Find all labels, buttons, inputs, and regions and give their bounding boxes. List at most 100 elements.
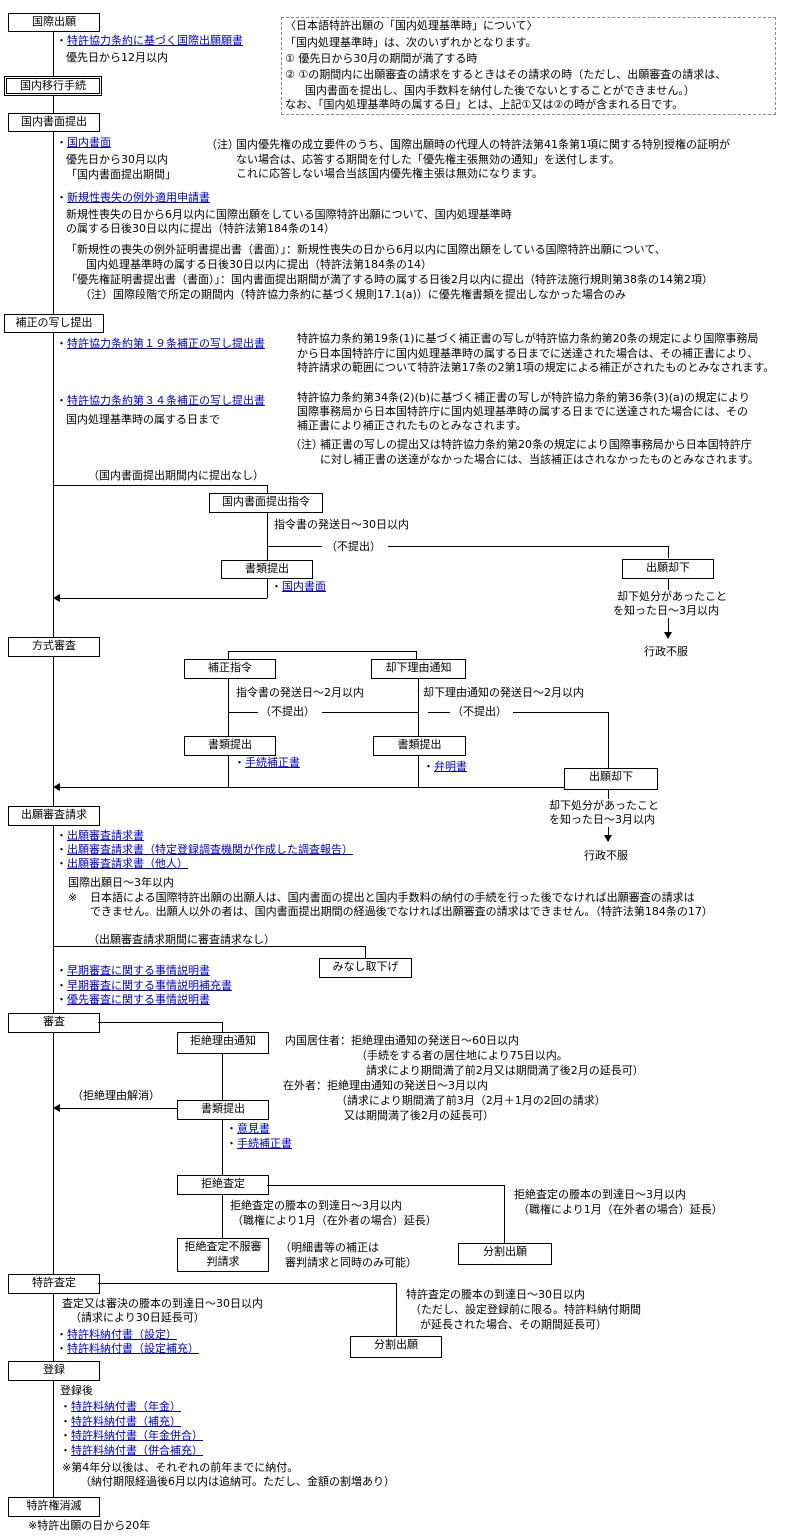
return-line <box>60 598 267 599</box>
doc-submit-box: 書類提出 <box>221 560 313 579</box>
step-touroku: 登録 <box>8 1361 100 1381</box>
branch-line <box>222 1194 223 1238</box>
kyozetsu-satei-box: 拒絶査定 <box>177 1175 269 1195</box>
branch-line <box>222 1053 223 1100</box>
certificate-text: 国内処理基準時の属する日後30日以内に提出（特許法第184条の14） <box>86 258 432 272</box>
shinsa-doc-submit-box: 書類提出 <box>177 1100 269 1120</box>
tetsuzuki-hosei-link[interactable]: 手続補正書 <box>245 756 300 769</box>
not-submitted-label: （不提出） <box>260 705 315 719</box>
branch-line <box>416 651 417 659</box>
yusen-item: ・優先審査に関する事情説明書 <box>56 993 210 1007</box>
step-shinsa-seikyu: 出願審査請求 <box>8 806 100 826</box>
branch-line <box>267 485 268 493</box>
kokunai-note-line: これに応答しない場合当該国内優先権主張は無効になります。 <box>236 167 543 181</box>
pct34-amendment-link[interactable]: 特許協力条約第３４条補正の写し提出書 <box>67 394 265 407</box>
branch-line <box>668 546 669 558</box>
step-kokunai-shomen: 国内書面提出 <box>8 113 100 132</box>
step-hosei-utsushi: 補正の写し提出 <box>4 314 104 333</box>
foreign-deadline: 又は期間満了後2月の延長可） <box>344 1109 494 1123</box>
branch-line <box>98 1283 396 1284</box>
hosei19-text: 特許請求の範囲について特許法第17条の2第1項の規定による補正がされたものとみな… <box>297 361 774 375</box>
branch-line <box>608 712 609 768</box>
note-label: （注） <box>206 138 239 152</box>
domestic-deadline: （手続をする者の居住地により75日以内。 <box>356 1049 568 1063</box>
note-line: 〈日本語特許出願の「国内処理基準時」について〉 <box>285 19 538 33</box>
soki-shinsa-hoju-link[interactable]: 早期審査に関する事情説明補充書 <box>67 979 232 992</box>
doc-submit-box-a: 書類提出 <box>184 736 276 756</box>
step-houshiki-shinsa: 方式審査 <box>8 637 100 657</box>
soki-item: ・早期審査に関する事情説明書 <box>56 964 210 978</box>
doc-submit-item: ・国内書面 <box>271 580 326 594</box>
ikensho-link[interactable]: 意見書 <box>237 1122 270 1135</box>
branch-line <box>504 1185 505 1243</box>
hosei-item: ・手続補正書 <box>226 1137 292 1151</box>
shinsa-seikyu-link[interactable]: 出願審査請求書 <box>67 829 144 842</box>
branch-line <box>228 755 229 787</box>
note-line: 「国内処理基準時」は、次のいずれかとなります。 <box>285 36 537 50</box>
foreign-deadline: 在外者：拒絶理由通知の発送日～3月以内 <box>283 1079 488 1093</box>
branch-line <box>365 946 366 958</box>
note-line: ① 優先日から30月の期間が満了する時 <box>285 52 477 66</box>
shinsa-seikyu-tanin-link[interactable]: 出願審査請求書（他人） <box>67 857 188 870</box>
step-shinsa: 審査 <box>8 1013 100 1033</box>
bunkatsu-box-2: 分割出願 <box>350 1336 442 1358</box>
doc-submit-box-b: 書類提出 <box>373 736 466 756</box>
hosei34-deadline: 国内処理基準時の属する日まで <box>66 413 220 427</box>
branch-line <box>53 946 365 947</box>
appeal-text: を知った日～3月以内 <box>549 813 655 827</box>
branch-line <box>267 512 268 560</box>
kokunai-shomen-link[interactable]: 国内書面 <box>282 580 326 593</box>
ikensho-item: ・意見書 <box>226 1122 270 1136</box>
branch-line <box>222 1119 223 1175</box>
branch-line <box>322 712 418 713</box>
nofu-heigo-hoju-link[interactable]: 特許料納付書（併合補充） <box>71 1444 203 1457</box>
yusen-shinsa-link[interactable]: 優先審査に関する事情説明書 <box>67 993 210 1006</box>
benmeisho-link[interactable]: 弁明書 <box>434 760 467 773</box>
nofu-setei-item: ・特許料納付書（設定） <box>56 1328 177 1342</box>
foreign-deadline: （請求により期間満了前3月（2月＋1月の2回の請求） <box>336 1094 606 1108</box>
nofu-nenkin-link[interactable]: 特許料納付書（年金） <box>71 1400 181 1413</box>
step-shoumetsu: 特許権消滅 <box>8 1497 100 1517</box>
seikyu-item: ・出願審査請求書（特定登録調査機関が作成した調査報告） <box>56 843 353 857</box>
nofu-settei-hoju-link[interactable]: 特許料納付書（設定補充） <box>67 1342 199 1355</box>
branch-line <box>418 678 419 736</box>
seikyu-note: できません。出願人以外の者は、国内書面提出期間の経過後でなければ出願審査の請求は… <box>90 905 713 919</box>
kokunai-shomen-link[interactable]: 国内書面 <box>67 136 111 149</box>
branch-line <box>228 712 258 713</box>
nofu-hoju-link[interactable]: 特許料納付書（補充） <box>71 1415 181 1428</box>
kokunai-note-line: ない場合は、応答する期間を付した「優先権主張無効の通知」を送付します。 <box>236 153 620 167</box>
nenkin-item: ・特許料納付書（年金） <box>60 1400 181 1414</box>
return-arrow <box>53 783 60 791</box>
minashi-torisage-box: みなし取下げ <box>319 958 412 978</box>
domestic-deadline: 請求により期間満了前2月又は期間満了後2月の延長可） <box>366 1064 644 1078</box>
exception-text: の属する日後30日以内に提出（特許法第184条の14） <box>66 222 335 236</box>
soki-item: ・早期審査に関する事情説明補充書 <box>56 979 232 993</box>
nofu-settei-link[interactable]: 特許料納付書（設定） <box>67 1328 177 1341</box>
seikyu-item: ・出願審査請求書（他人） <box>56 857 188 871</box>
bunkatsu-box: 分割出願 <box>458 1243 552 1265</box>
tetsuzuki-hosei-link[interactable]: 手続補正書 <box>237 1137 292 1150</box>
hosei19-item: ・特許協力条約第１９条補正の写し提出書 <box>56 337 265 351</box>
soki-shinsa-link[interactable]: 早期審査に関する事情説明書 <box>67 964 210 977</box>
pct-application-link[interactable]: 特許協力条約に基づく国際出願願書 <box>67 34 243 47</box>
nofu-nenkin-heigo-link[interactable]: 特許料納付書（年金併合） <box>71 1429 203 1442</box>
pct19-amendment-link[interactable]: 特許協力条約第１９条補正の写し提出書 <box>67 337 265 350</box>
branch-line <box>228 678 229 736</box>
return-arrow <box>53 1104 60 1112</box>
seikyu-deadline: 国際出願日～3年以内 <box>68 876 174 890</box>
branch-line <box>267 546 322 547</box>
return-line <box>60 787 564 788</box>
touroku-after: 登録後 <box>60 1384 93 1398</box>
hosei19-text: 特許協力条約第19条(1)に基づく補正書の写しが特許協力条約第20条の規定により… <box>297 332 758 346</box>
hosei34-item: ・特許協力条約第３４条補正の写し提出書 <box>56 394 265 408</box>
branch-line <box>513 712 608 713</box>
hosei-order-box: 補正指令 <box>184 659 276 679</box>
meisai-note: 審判請求と同時のみ可能） <box>285 1256 417 1270</box>
branch-line <box>267 1185 504 1186</box>
not-submitted-label: （不提出） <box>452 705 507 719</box>
shinsa-seikyu-report-link[interactable]: 出願審査請求書（特定登録調査機関が作成した調査報告） <box>67 843 353 856</box>
satei-deadline: （請求により30日延長可） <box>70 1311 205 1325</box>
novelty-exception-link[interactable]: 新規性喪失の例外適用申請書 <box>67 191 210 204</box>
exception-text: 新規性喪失の日から6月以内に国際出願をしている国際特許出願について、国内処理基準… <box>66 208 512 222</box>
kokunai-deadline: 優先日から30月以内 <box>66 153 168 167</box>
